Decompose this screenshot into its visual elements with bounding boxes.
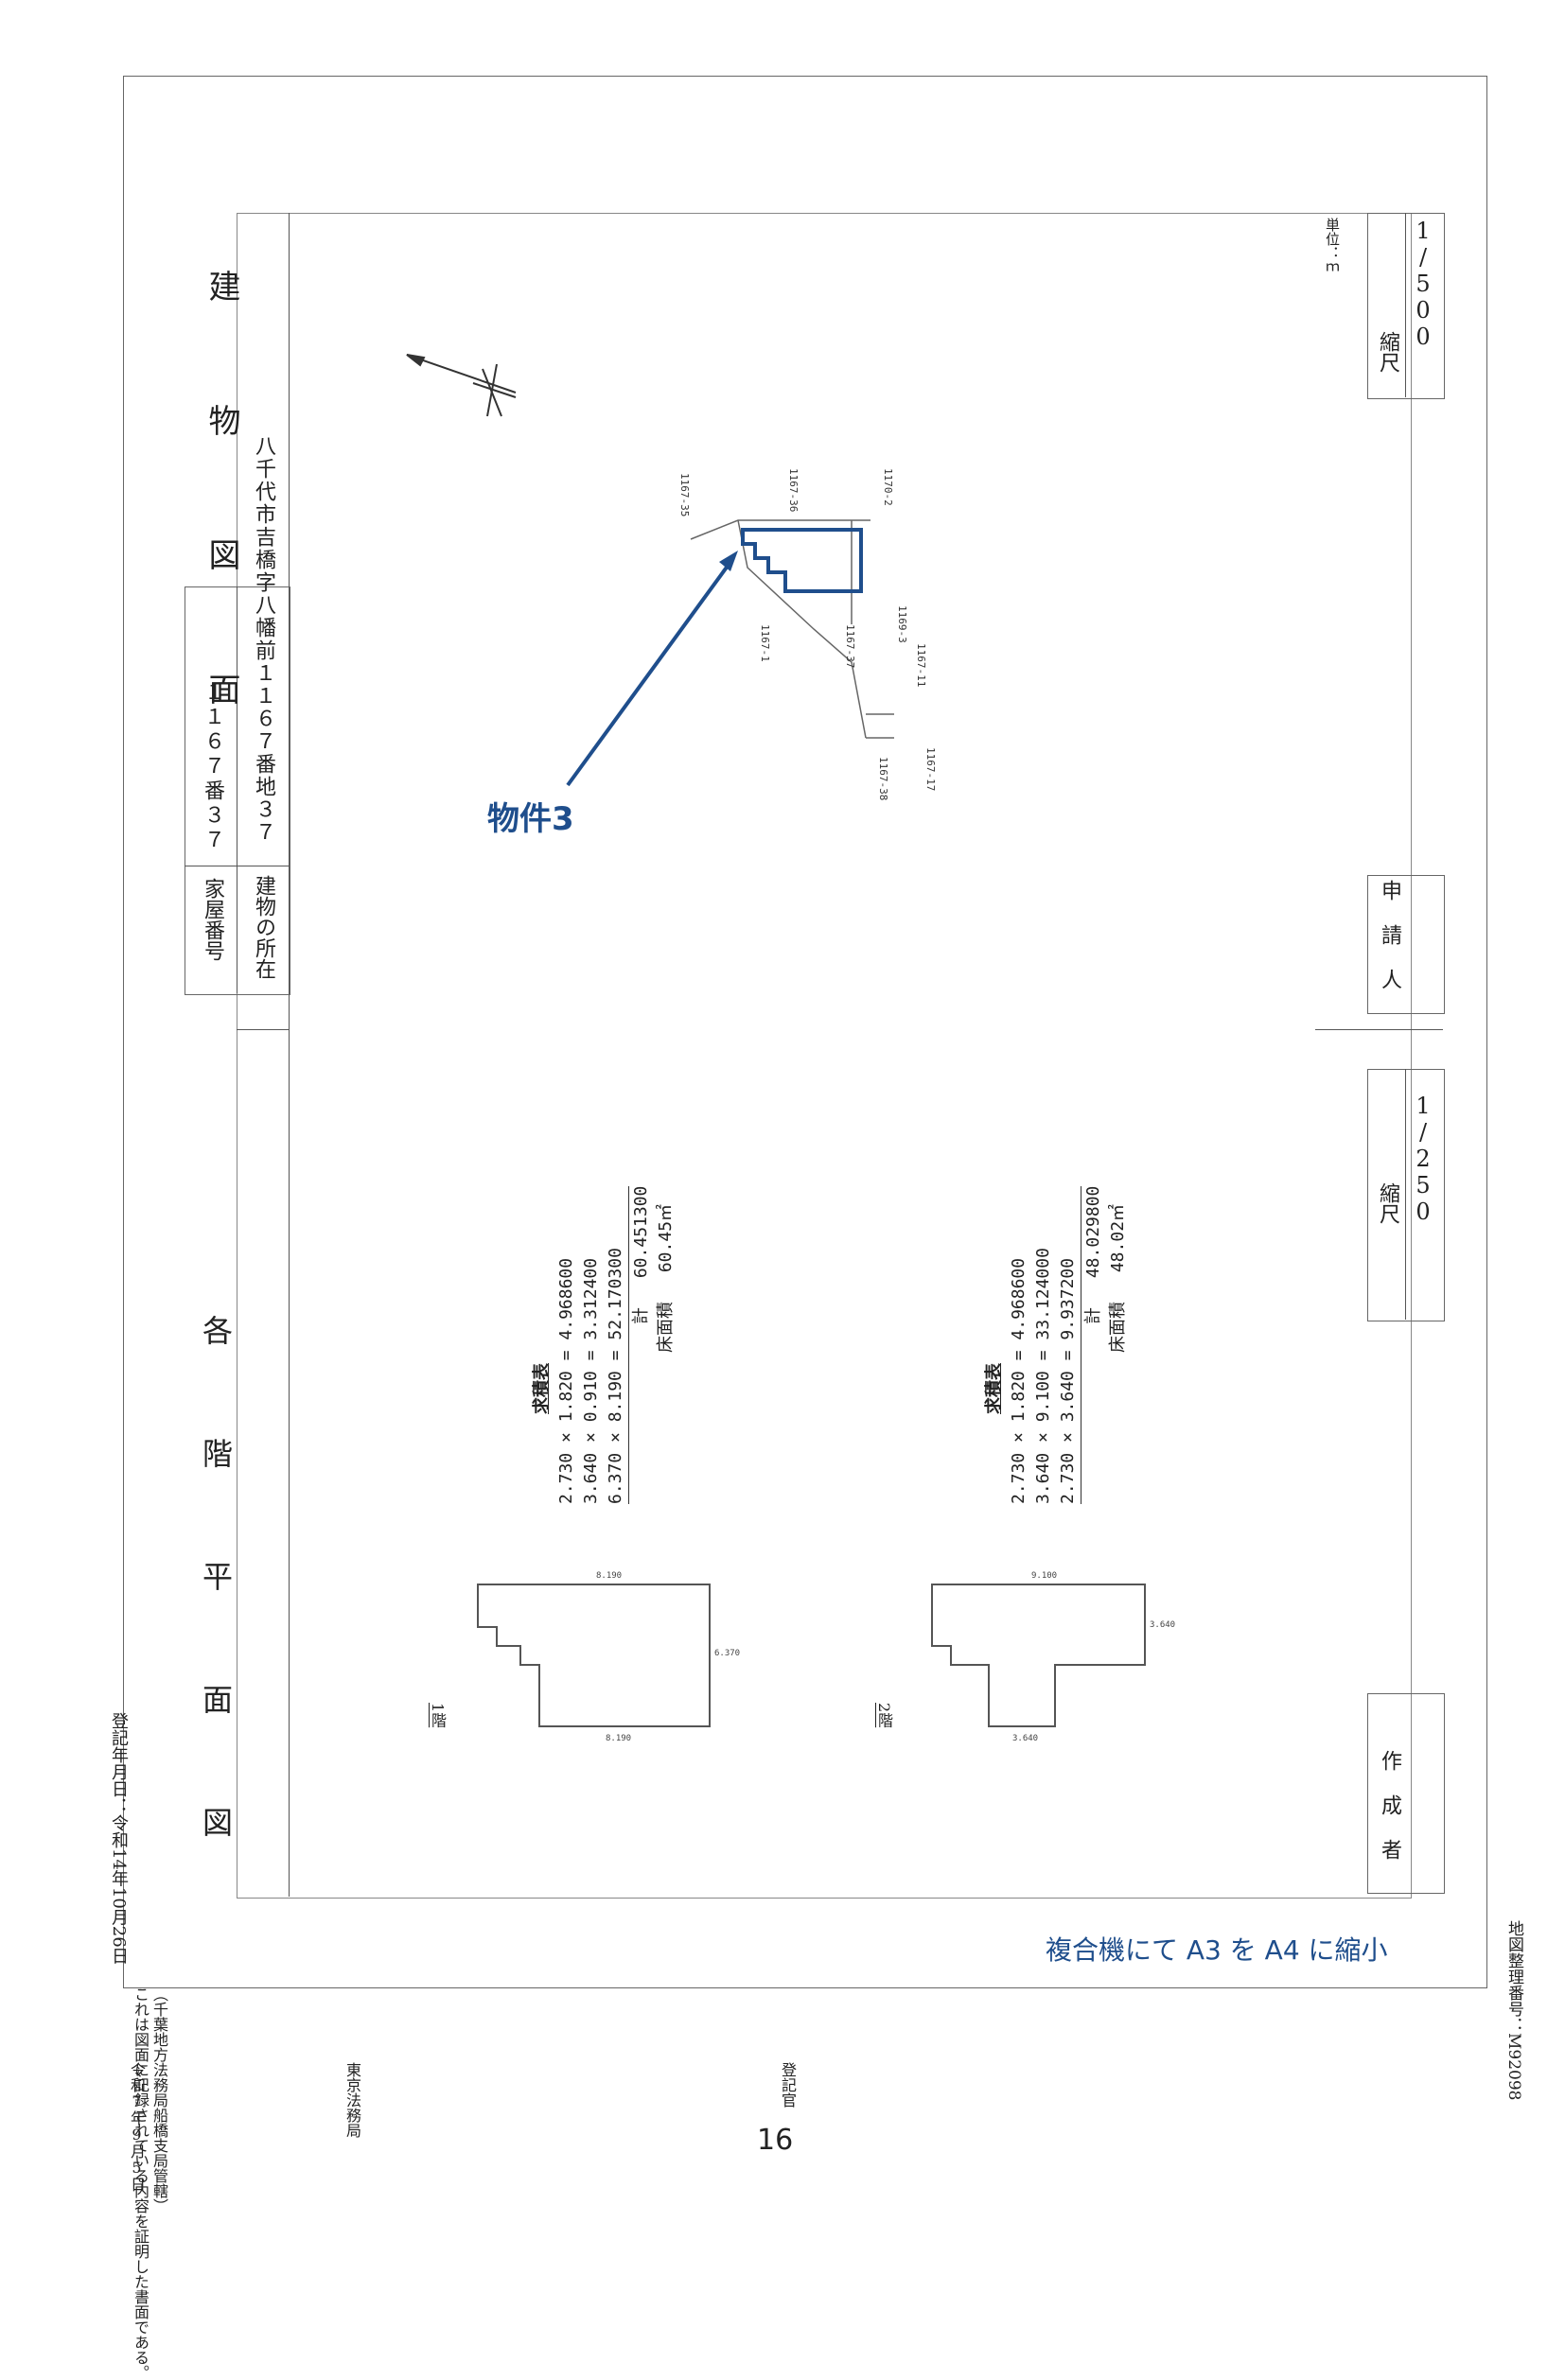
floor1-plan — [477, 1584, 711, 1727]
house-number-value: １１６７番３７ — [201, 681, 224, 853]
copy-note: 複合機にて A3 を A4 に縮小 — [1046, 1934, 1388, 1966]
cert-officer: 登記官 — [779, 2062, 797, 2108]
scale-top-value: 1/500 — [1410, 218, 1436, 350]
floor-plans: 8.190 6.370 8.190 9.100 3.640 3.640 — [477, 1571, 1175, 1743]
floor2-label: 2階 — [875, 1703, 893, 1728]
cert-office: 東京法務局 — [343, 2062, 361, 2138]
floor2-plan — [931, 1584, 1146, 1727]
unit-label: 単位：ｍ — [1324, 218, 1341, 274]
inner-frame — [237, 213, 1412, 1899]
map-number: 地図整理番号：M92098 — [1504, 1920, 1523, 2101]
svg-text:9.100: 9.100 — [1031, 1571, 1057, 1581]
site-label: 1167-17 — [924, 747, 937, 791]
site-label: 1167-11 — [915, 643, 927, 687]
svg-text:3.640: 3.640 — [1012, 1734, 1038, 1743]
site-label: 1167-1 — [759, 624, 771, 662]
svg-text:6.370: 6.370 — [714, 1649, 740, 1658]
site-label: 1167-37 — [844, 624, 856, 668]
location-value: 八千代市吉橋字八幡前１１６７番地３７ — [252, 435, 275, 844]
scale-top-box — [1367, 213, 1445, 399]
house-info-box — [185, 586, 290, 995]
svg-text:8.190: 8.190 — [606, 1734, 631, 1743]
site-label: 1167-38 — [877, 757, 889, 800]
building-outline — [741, 528, 863, 593]
north-arrow-icon — [406, 354, 517, 417]
cert-office-note: （千葉地方法務局船橋支局管轄） — [150, 1986, 168, 2214]
house-number-label: 家屋番号 — [201, 878, 224, 961]
site-label: 1169-3 — [896, 605, 908, 643]
site-map: 1167-35 1167-36 1170-2 1167-1 1167-37 11… — [406, 354, 937, 800]
location-label: 建物の所在 — [252, 875, 275, 979]
scale-bottom-box — [1367, 1069, 1445, 1321]
site-label: 1170-2 — [882, 468, 894, 506]
creator-label: 作 成 者 — [1378, 1750, 1401, 1860]
scale-bottom-value: 1/250 — [1410, 1093, 1436, 1225]
applicant-box — [1367, 875, 1445, 1014]
scale-bottom-label: 縮尺 — [1376, 1182, 1399, 1224]
site-label: 1167-35 — [678, 473, 691, 516]
floor1-label: 1階 — [429, 1703, 447, 1728]
registration-date: 登記年月日：令和14年10月26日 — [109, 1712, 129, 1965]
scale-top-label: 縮尺 — [1376, 331, 1399, 373]
outer-frame — [123, 76, 1487, 1988]
applicant-label: 申 請 人 — [1378, 880, 1401, 989]
creator-box — [1367, 1693, 1445, 1894]
svg-text:8.190: 8.190 — [596, 1571, 622, 1581]
site-label: 1167-36 — [787, 468, 800, 512]
svg-text:3.640: 3.640 — [1150, 1620, 1175, 1630]
title-floors: 各 階 平 面 図 — [198, 1315, 234, 1865]
arrow-label: 物件3 — [487, 800, 574, 838]
cert-date: 令和7年9月5日 — [128, 2062, 146, 2192]
title-building: 建 物 図 面 — [202, 270, 240, 737]
page-number: 16 — [757, 2124, 794, 2157]
